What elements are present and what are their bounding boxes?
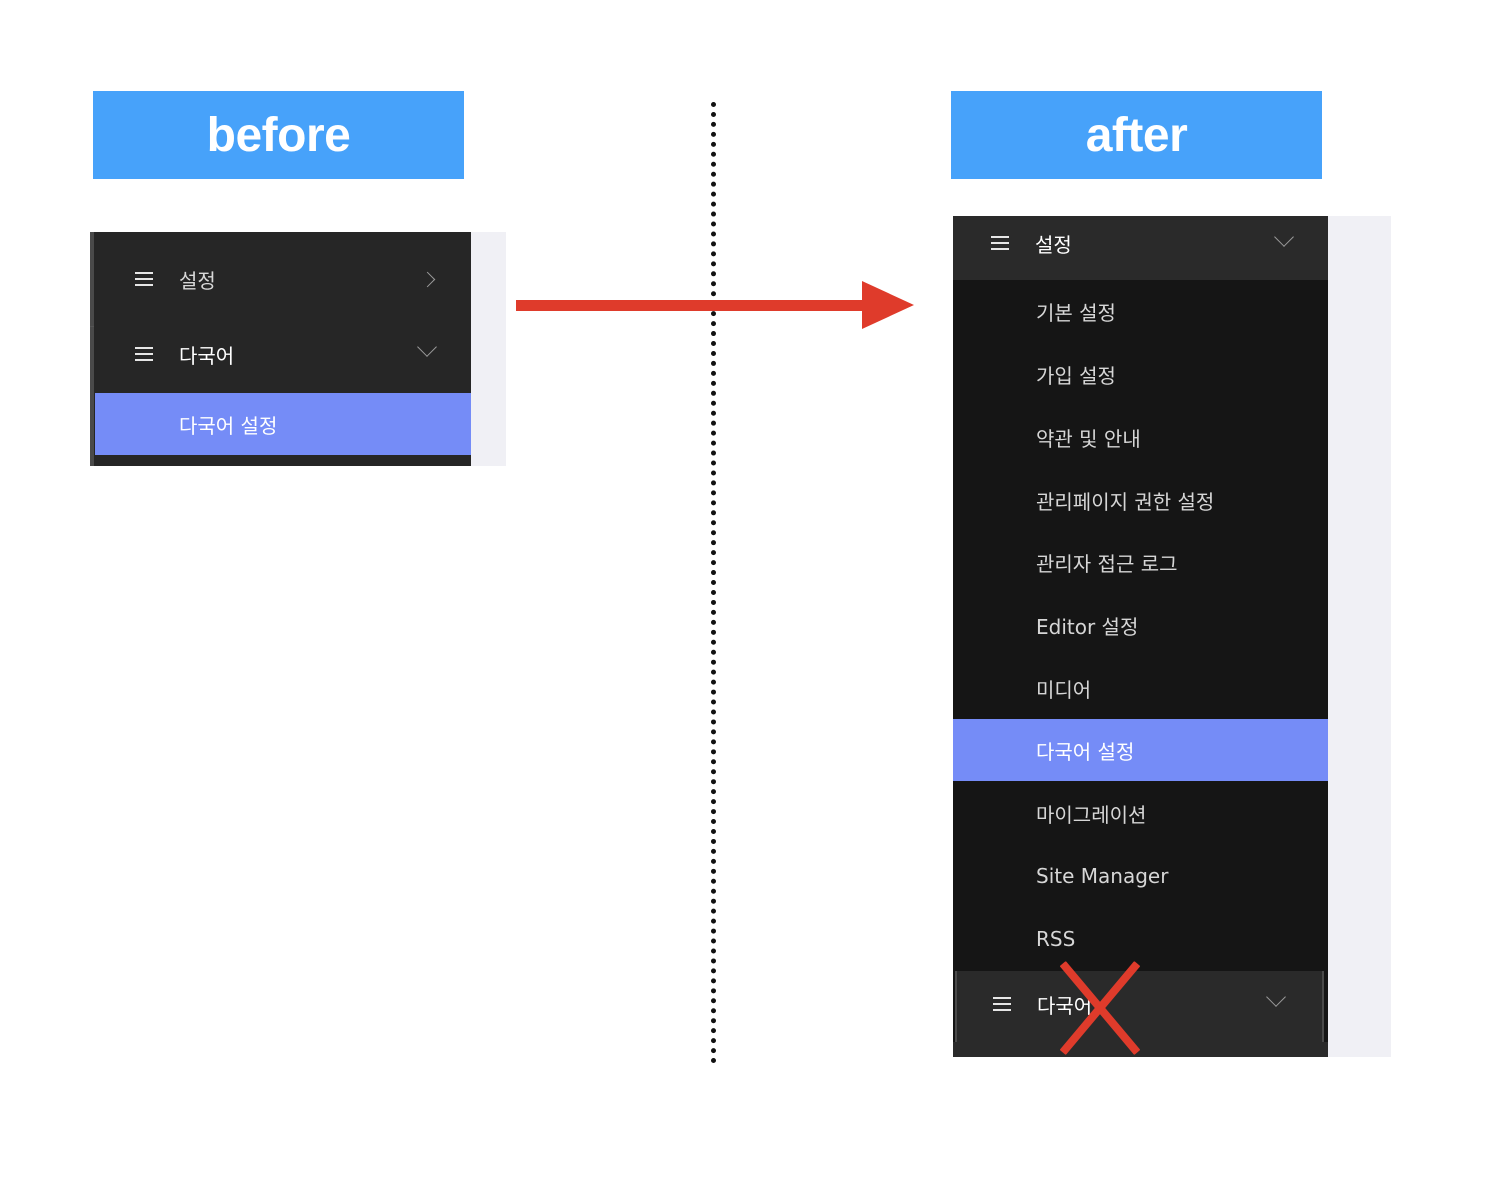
submenu-item-label: 관리페이지 권한 설정 (1036, 489, 1215, 514)
submenu-item-label: 기본 설정 (1036, 300, 1116, 325)
sidebar-item-label: 설정 (179, 268, 216, 293)
submenu-item-label: 관리자 접근 로그 (1036, 551, 1178, 576)
submenu-item[interactable]: 가입 설정 (953, 343, 1328, 405)
before-label-text: before (206, 108, 351, 162)
sidebar-item-settings[interactable]: 설정 (953, 216, 1328, 280)
after-screenshot: 설정 기본 설정 가입 설정 약관 및 안내 관리페이지 권한 설정 관리자 접… (953, 216, 1391, 1057)
chevron-down-icon[interactable] (417, 337, 437, 357)
submenu-item-label: RSS (1036, 927, 1076, 951)
submenu-item-label: Site Manager (1036, 864, 1169, 888)
submenu-item[interactable]: 미디어 (953, 657, 1328, 719)
chevron-right-icon[interactable] (419, 271, 436, 288)
submenu-item-label: 가입 설정 (1036, 363, 1116, 388)
after-label-text: after (1085, 108, 1188, 162)
submenu-item-label: 마이그레이션 (1036, 802, 1147, 827)
submenu-item[interactable]: RSS (953, 908, 1328, 970)
submenu-item-active[interactable]: 다국어 설정 (953, 719, 1328, 781)
arrow-head-icon (862, 281, 914, 329)
dotted-divider (711, 102, 716, 1064)
submenu-item[interactable]: 관리페이지 권한 설정 (953, 469, 1328, 531)
hamburger-icon (135, 271, 155, 287)
hamburger-icon (991, 235, 1011, 251)
chevron-down-icon[interactable] (1266, 987, 1286, 1007)
before-label: before (93, 91, 464, 179)
after-label: after (951, 91, 1322, 179)
sidebar-item-label: 다국어 (1037, 993, 1093, 1018)
arrow-right-icon (516, 300, 868, 311)
submenu-item[interactable]: Editor 설정 (953, 594, 1328, 656)
submenu-item-label: 다국어 설정 (179, 413, 278, 438)
sidebar-item-settings[interactable]: 설정 (94, 254, 471, 304)
submenu-item-multilang-settings[interactable]: 다국어 설정 (95, 393, 471, 455)
menu-bottom-strip (953, 1042, 1328, 1057)
hamburger-icon (993, 996, 1013, 1012)
before-sidebar-menu: 설정 다국어 다국어 설정 (90, 232, 471, 466)
submenu-item-label: 다국어 설정 (1036, 739, 1135, 764)
submenu-item[interactable]: 기본 설정 (953, 280, 1328, 342)
sidebar-item-multilang[interactable]: 다국어 (94, 329, 471, 379)
chevron-down-icon[interactable] (1274, 227, 1294, 247)
submenu-item[interactable]: 마이그레이션 (953, 782, 1328, 844)
sidebar-item-label: 다국어 (179, 343, 235, 368)
submenu-item-label: Editor 설정 (1036, 614, 1139, 639)
hamburger-icon (135, 346, 155, 362)
submenu-item[interactable]: 약관 및 안내 (953, 406, 1328, 468)
submenu-item[interactable]: Site Manager (953, 845, 1328, 907)
after-sidebar-menu: 설정 기본 설정 가입 설정 약관 및 안내 관리페이지 권한 설정 관리자 접… (953, 216, 1328, 1057)
submenu-item[interactable]: 관리자 접근 로그 (953, 531, 1328, 593)
sidebar-item-multilang-removed[interactable]: 다국어 (955, 971, 1324, 1042)
sidebar-item-label: 설정 (1035, 232, 1072, 257)
red-x-icon (1059, 960, 1141, 1056)
before-screenshot: 설정 다국어 다국어 설정 (90, 232, 506, 466)
submenu-item-label: 약관 및 안내 (1036, 426, 1141, 451)
submenu-item-label: 미디어 (1036, 677, 1092, 702)
